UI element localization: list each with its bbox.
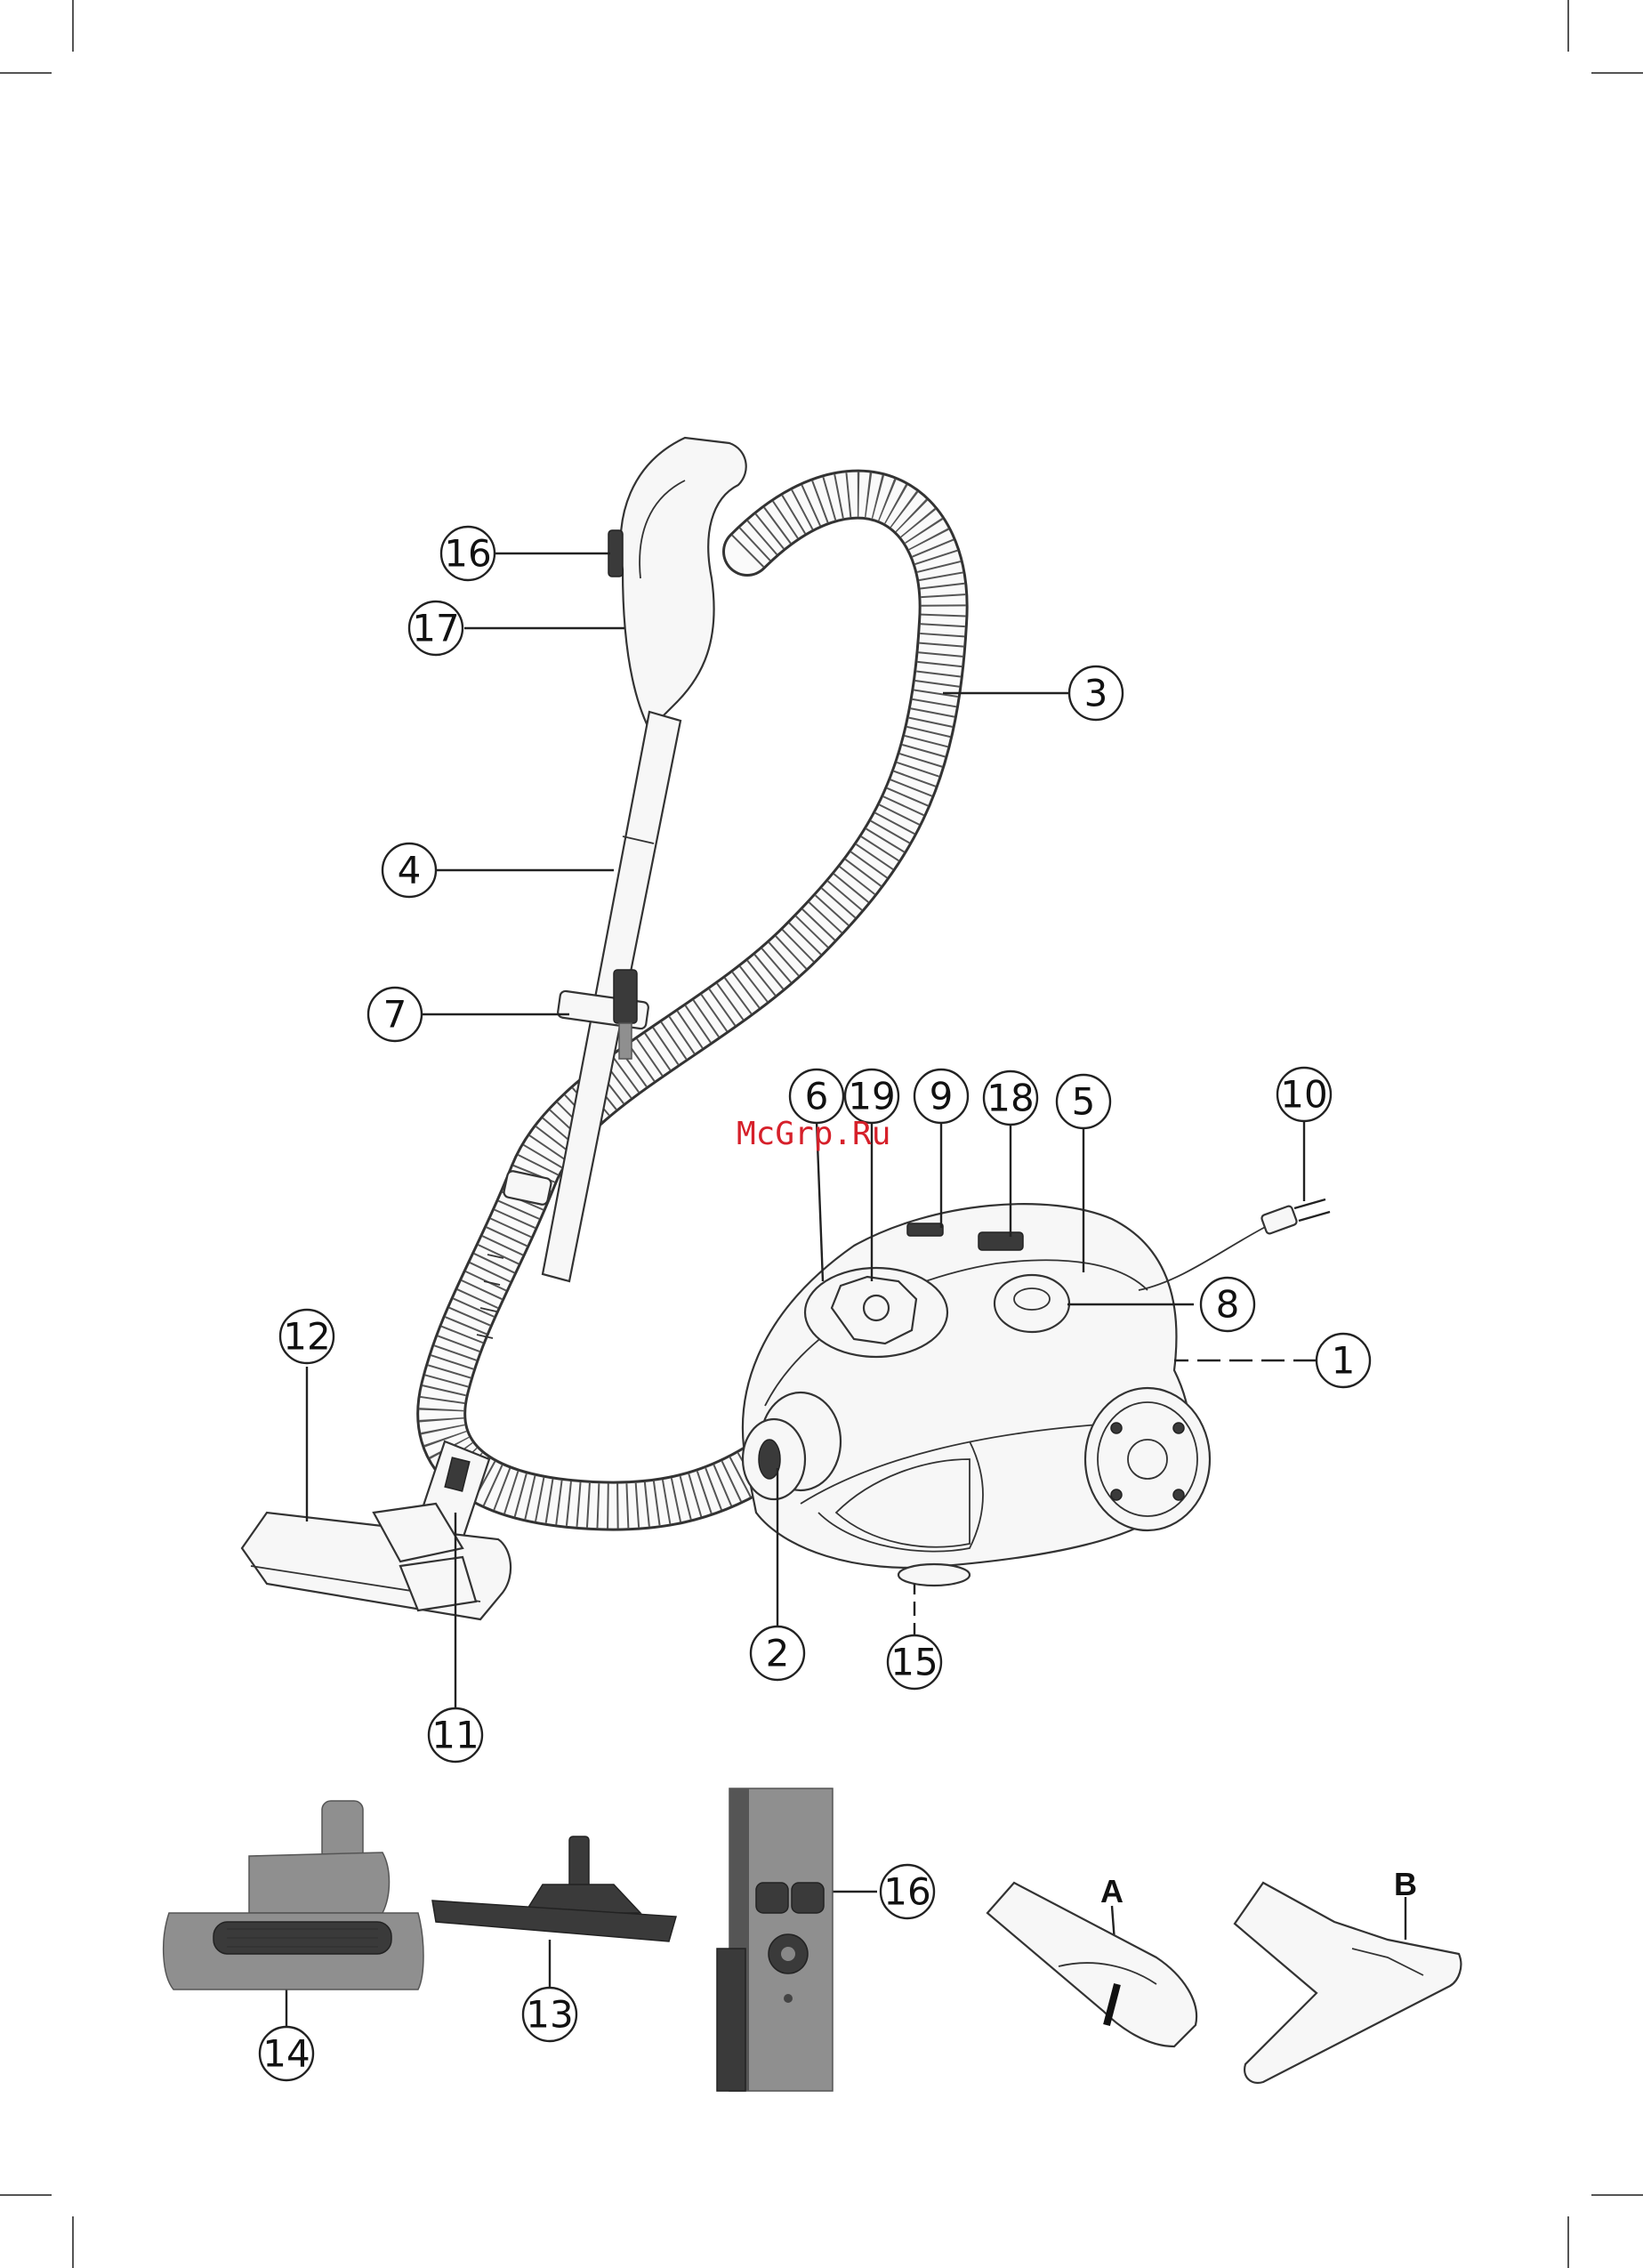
callout-16-bottom: 16 xyxy=(881,1865,934,1918)
callout-3: 3 xyxy=(1069,666,1123,720)
callout-label: 16 xyxy=(444,532,491,576)
callout-label: 16 xyxy=(883,1870,930,1914)
callout-label: 10 xyxy=(1280,1073,1327,1117)
callout-7: 7 xyxy=(368,988,422,1041)
callout-label: 3 xyxy=(1084,672,1108,715)
callout-17: 17 xyxy=(409,601,463,655)
callout-label: 17 xyxy=(412,607,459,650)
callout-13: 13 xyxy=(523,1988,576,2041)
callout-label: 6 xyxy=(805,1075,829,1118)
crevice-nozzle-illustration xyxy=(987,1883,1196,2046)
callout-11: 11 xyxy=(429,1708,482,1762)
callout-5: 5 xyxy=(1057,1075,1110,1128)
callout-label: 15 xyxy=(890,1641,938,1684)
callout-label: 7 xyxy=(383,993,407,1037)
callout-9: 9 xyxy=(914,1069,968,1123)
callout-label: 5 xyxy=(1072,1080,1096,1124)
callout-label: 1 xyxy=(1332,1339,1356,1383)
callout-16-top: 16 xyxy=(441,527,495,580)
callout-label: 13 xyxy=(526,1993,573,2037)
callout-14: 14 xyxy=(260,2027,313,2080)
callout-label: 2 xyxy=(766,1632,790,1675)
callout-1: 1 xyxy=(1317,1334,1370,1387)
callout-8: 8 xyxy=(1201,1278,1254,1331)
callout-label: 11 xyxy=(431,1714,479,1757)
callout-label: 4 xyxy=(398,849,422,892)
callout-6: 6 xyxy=(790,1069,843,1123)
callout-label: 8 xyxy=(1216,1283,1240,1327)
upholstery-nozzle-illustration xyxy=(1235,1883,1461,2083)
callout-label: 19 xyxy=(848,1075,895,1118)
callout-label: 12 xyxy=(283,1315,330,1359)
letter-b: B xyxy=(1394,1866,1417,1902)
wheel-illustration xyxy=(1085,1388,1210,1530)
watermark: McGrp.Ru xyxy=(737,1116,890,1152)
turbo-brush-illustration xyxy=(164,1801,423,1990)
callout-4: 4 xyxy=(383,843,436,897)
callout-18: 18 xyxy=(984,1071,1037,1125)
callout-15: 15 xyxy=(888,1635,941,1689)
parquet-brush-illustration xyxy=(432,1836,676,1941)
callout-19: 19 xyxy=(845,1069,898,1123)
letter-a: A xyxy=(1100,1873,1124,1909)
callout-label: 14 xyxy=(262,2032,310,2076)
callout-label: 9 xyxy=(930,1075,954,1118)
callout-10: 10 xyxy=(1277,1068,1331,1121)
callout-12: 12 xyxy=(280,1310,334,1363)
callout-label: 18 xyxy=(987,1077,1034,1120)
handle-buttons-illustration xyxy=(717,1788,833,2091)
callout-2: 2 xyxy=(751,1626,804,1680)
